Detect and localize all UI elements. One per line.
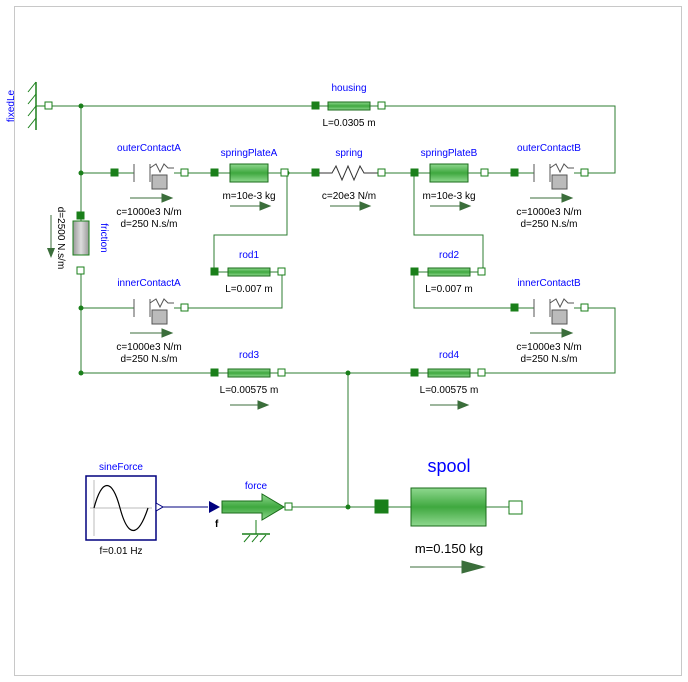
- inner-contact-b-component[interactable]: innerContactB c=1000e3 N/m d=250 N.s/m: [510, 278, 589, 365]
- force-input-label: f: [215, 519, 219, 530]
- rod4-param: L=0.00575 m: [420, 385, 479, 396]
- outer-contact-b-label: outerContactB: [517, 143, 581, 154]
- spool-param: m=0.150 kg: [415, 541, 483, 556]
- rod4-component[interactable]: rod4 L=0.00575 m: [410, 350, 486, 410]
- friction-label: friction: [98, 223, 109, 252]
- friction-param: d=2500 N.s/m: [55, 207, 66, 270]
- inner-contact-b-param1: c=1000e3 N/m: [516, 342, 581, 353]
- spring-param: c=20e3 N/m: [322, 191, 376, 202]
- sine-force-component[interactable]: sineForce f=0.01 Hz: [85, 462, 165, 557]
- friction-component[interactable]: friction d=2500 N.s/m: [47, 207, 109, 275]
- rod2-component[interactable]: rod2 L=0.007 m: [410, 250, 486, 295]
- spring-plate-a-param: m=10e-3 kg: [222, 191, 275, 202]
- rod2-label: rod2: [439, 250, 459, 261]
- spring-plate-b-label: springPlateB: [421, 148, 478, 159]
- rod3-label: rod3: [239, 350, 259, 361]
- spring-plate-b-component[interactable]: springPlateB m=10e-3 kg: [410, 148, 489, 211]
- diagram-frame: [14, 6, 682, 676]
- spring-plate-a-component[interactable]: springPlateA m=10e-3 kg: [210, 148, 289, 211]
- spool-component[interactable]: spool m=0.150 kg: [374, 456, 523, 574]
- housing-component[interactable]: housing L=0.0305 m: [311, 83, 386, 129]
- housing-param: L=0.0305 m: [322, 118, 375, 129]
- outer-contact-a-param2: d=250 N.s/m: [121, 219, 178, 230]
- outer-contact-b-param1: c=1000e3 N/m: [516, 207, 581, 218]
- rod1-param: L=0.007 m: [225, 284, 273, 295]
- rod3-component[interactable]: rod3 L=0.00575 m: [210, 350, 286, 410]
- spool-label: spool: [427, 456, 470, 476]
- rod3-param: L=0.00575 m: [220, 385, 279, 396]
- inner-contact-b-param2: d=250 N.s/m: [521, 354, 578, 365]
- sine-force-param: f=0.01 Hz: [99, 546, 142, 557]
- fixed-label: fixedLe: [6, 89, 17, 122]
- inner-contact-a-param1: c=1000e3 N/m: [116, 342, 181, 353]
- rod1-label: rod1: [239, 250, 259, 261]
- inner-contact-b-label: innerContactB: [517, 278, 581, 289]
- outer-contact-b-param2: d=250 N.s/m: [521, 219, 578, 230]
- inner-contact-a-label: innerContactA: [117, 278, 181, 289]
- spring-plate-b-param: m=10e-3 kg: [422, 191, 475, 202]
- inner-contact-a-param2: d=250 N.s/m: [121, 354, 178, 365]
- spring-label: spring: [335, 148, 362, 159]
- spring-plate-a-label: springPlateA: [221, 148, 278, 159]
- rod1-component[interactable]: rod1 L=0.007 m: [210, 250, 286, 295]
- inner-contact-a-component[interactable]: innerContactA c=1000e3 N/m d=250 N.s/m: [114, 278, 189, 365]
- outer-contact-a-label: outerContactA: [117, 143, 181, 154]
- outer-contact-b-component[interactable]: outerContactB c=1000e3 N/m d=250 N.s/m: [510, 143, 589, 230]
- spring-component[interactable]: spring c=20e3 N/m: [311, 148, 386, 211]
- rod4-label: rod4: [439, 350, 459, 361]
- housing-label: housing: [331, 83, 366, 94]
- force-label: force: [245, 481, 268, 492]
- rod2-param: L=0.007 m: [425, 284, 473, 295]
- outer-contact-a-component[interactable]: outerContactA c=1000e3 N/m d=250 N.s/m: [110, 143, 189, 230]
- fixed-component[interactable]: fixedLe: [6, 81, 53, 130]
- force-component[interactable]: force f: [209, 481, 293, 543]
- connections: [50, 105, 616, 508]
- sine-force-label: sineForce: [99, 462, 143, 473]
- outer-contact-a-param1: c=1000e3 N/m: [116, 207, 181, 218]
